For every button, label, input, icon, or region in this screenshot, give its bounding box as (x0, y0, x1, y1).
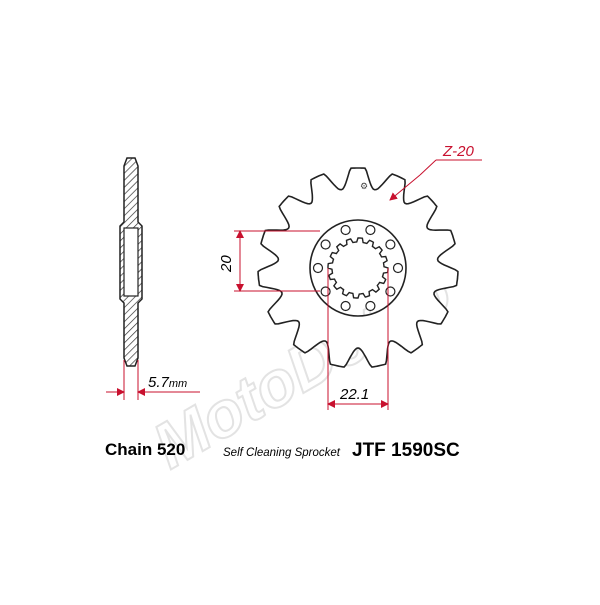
bolt-hole (365, 224, 376, 236)
bore-height-value: 20 (218, 255, 235, 273)
bolt-hole (320, 286, 331, 297)
chain-size-label: Chain 520 (105, 440, 186, 459)
product-description: Self Cleaning Sprocket (223, 447, 340, 459)
logo-mark: ⚙ (360, 181, 368, 191)
tooth-count-label: Z-20 (442, 143, 475, 160)
bolt-hole (312, 262, 324, 274)
bolt-hole (340, 224, 351, 236)
bolt-hole (340, 300, 351, 312)
bolt-hole (320, 239, 331, 250)
thickness-value: 5.7mm (148, 374, 187, 391)
thickness-dimension: 5.7mm (106, 360, 200, 400)
bolt-hole (365, 300, 376, 312)
bore-width-value: 22.1 (339, 386, 369, 403)
side-profile (119, 157, 143, 367)
bolt-hole (392, 262, 404, 274)
bore-width-dimension: 22.1 (327, 268, 389, 410)
part-number: JTF 1590SC (352, 440, 460, 461)
bolt-hole (385, 286, 396, 297)
tooth-count-callout: Z-20 (389, 143, 482, 201)
spline-bore (327, 237, 389, 299)
sprocket-body (257, 167, 459, 368)
bolt-hole (385, 239, 396, 250)
side-profile-bore (123, 227, 139, 297)
bore-height-dimension: 20 (218, 230, 320, 292)
